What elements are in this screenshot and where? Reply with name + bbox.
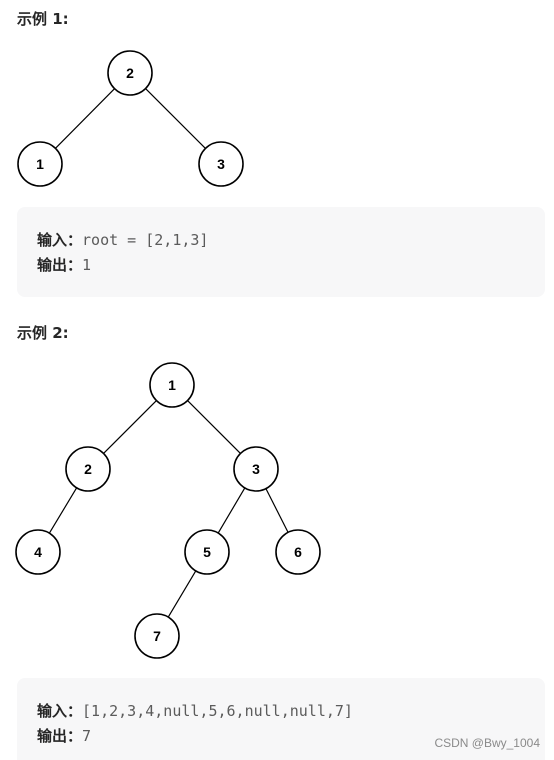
- tree2-node-circle: [184, 529, 230, 575]
- tree2-node-3: 3: [233, 446, 279, 492]
- tree1-node-2: 2: [107, 50, 153, 96]
- tree1-node-circle: [107, 50, 153, 96]
- example-2-output-line: 输出：7: [37, 723, 525, 748]
- tree2-node-label: 3: [252, 461, 260, 477]
- tree2-node-circle: [134, 613, 180, 659]
- tree2-node-7: 7: [134, 613, 180, 659]
- example-2-heading: 示例 2:: [17, 324, 69, 342]
- example-2-input-value: [1,2,3,4,null,5,6,null,null,7]: [82, 702, 353, 720]
- tree2-node-circle: [149, 362, 195, 408]
- example-2-input-label: 输入：: [37, 702, 83, 720]
- tree2-edge-m3-m5: [217, 487, 246, 534]
- example-2-code-block: 输入：[1,2,3,4,null,5,6,null,null,7] 输出：7: [17, 678, 545, 760]
- tree2-edge-m5-m7: [167, 570, 197, 618]
- tree1-node-label: 3: [217, 156, 225, 172]
- tree1-node-label: 2: [126, 65, 134, 81]
- example-1-output-value: 1: [82, 256, 92, 274]
- tree2-node-label: 7: [153, 628, 161, 644]
- tree2-edge-m3-m6: [265, 488, 289, 533]
- example-1-input-line: 输入：root = [2,1,3]: [37, 227, 525, 252]
- example-2-output-value: 7: [82, 727, 92, 745]
- tree2-node-label: 2: [84, 461, 92, 477]
- tree2-node-label: 5: [203, 544, 211, 560]
- tree2-node-2: 2: [65, 446, 111, 492]
- tree2-node-6: 6: [275, 529, 321, 575]
- example-1-output-line: 输出：1: [37, 252, 525, 277]
- example-1-input-value: root = [2,1,3]: [82, 231, 209, 249]
- tree2-edge-m1-m2: [103, 400, 157, 454]
- tree1-node-3: 3: [198, 141, 244, 187]
- example-2-input-line: 输入：[1,2,3,4,null,5,6,null,null,7]: [37, 698, 525, 723]
- tree2-node-1: 1: [149, 362, 195, 408]
- example-1-heading: 示例 1:: [17, 10, 69, 28]
- tree1-node-label: 1: [36, 156, 44, 172]
- tree2-edge-m1-m3: [187, 400, 241, 454]
- tree2-node-circle: [233, 446, 279, 492]
- tree1-node-1: 1: [17, 141, 63, 187]
- tree2-node-circle: [65, 446, 111, 492]
- tree1-edge-n2-n1: [55, 88, 115, 149]
- tree2-node-4: 4: [15, 529, 61, 575]
- example-2-output-label: 输出：: [37, 727, 83, 745]
- tree2-node-label: 1: [168, 377, 176, 393]
- tree2-node-label: 6: [294, 544, 302, 560]
- tree2-node-circle: [15, 529, 61, 575]
- example-1-output-label: 输出：: [37, 256, 83, 274]
- csdn-watermark: CSDN @Bwy_1004: [434, 736, 540, 750]
- tree2-node-label: 4: [34, 544, 42, 560]
- example-1-code-block: 输入：root = [2,1,3] 输出：1: [17, 207, 545, 297]
- tree2-node-circle: [275, 529, 321, 575]
- tree1-node-circle: [17, 141, 63, 187]
- tree1-node-circle: [198, 141, 244, 187]
- example-1-tree-diagram: 2 1 3: [17, 50, 244, 187]
- tree2-node-5: 5: [184, 529, 230, 575]
- tree1-edge-n2-n3: [145, 88, 206, 149]
- tree2-edge-m2-m4: [48, 487, 78, 534]
- example-1-input-label: 输入：: [37, 231, 83, 249]
- example-2-tree-diagram: 1 2 3 4 5 6 7: [15, 362, 321, 659]
